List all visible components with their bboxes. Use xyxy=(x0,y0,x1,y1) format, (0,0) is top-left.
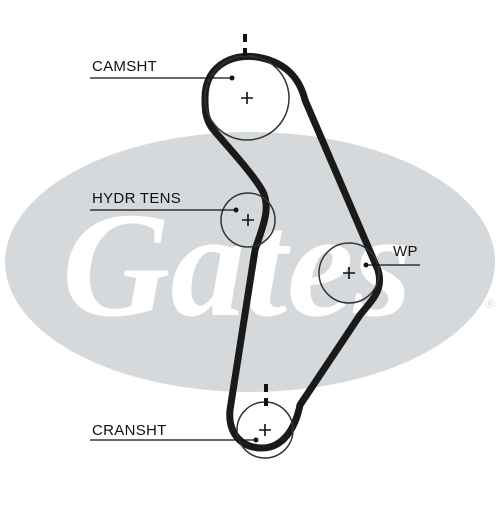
timing-belt xyxy=(201,52,383,452)
tensioner-center-mark xyxy=(242,214,254,226)
camshaft-center-mark xyxy=(241,92,253,104)
water-pump-center-mark xyxy=(343,267,355,279)
tensioner-label: HYDR TENS xyxy=(92,190,182,207)
camshaft-label: CAMSHT xyxy=(92,58,158,75)
water-pump-pulley xyxy=(318,242,380,304)
crankshaft-label: CRANSHT xyxy=(92,422,167,439)
camshaft-pulley xyxy=(204,34,290,141)
water-pump-label: WP xyxy=(393,243,418,260)
crankshaft-center-mark xyxy=(259,424,271,436)
tensioner-pulley xyxy=(220,192,276,248)
trademark-symbol: ® xyxy=(485,296,495,311)
crankshaft-pulley xyxy=(236,384,294,459)
